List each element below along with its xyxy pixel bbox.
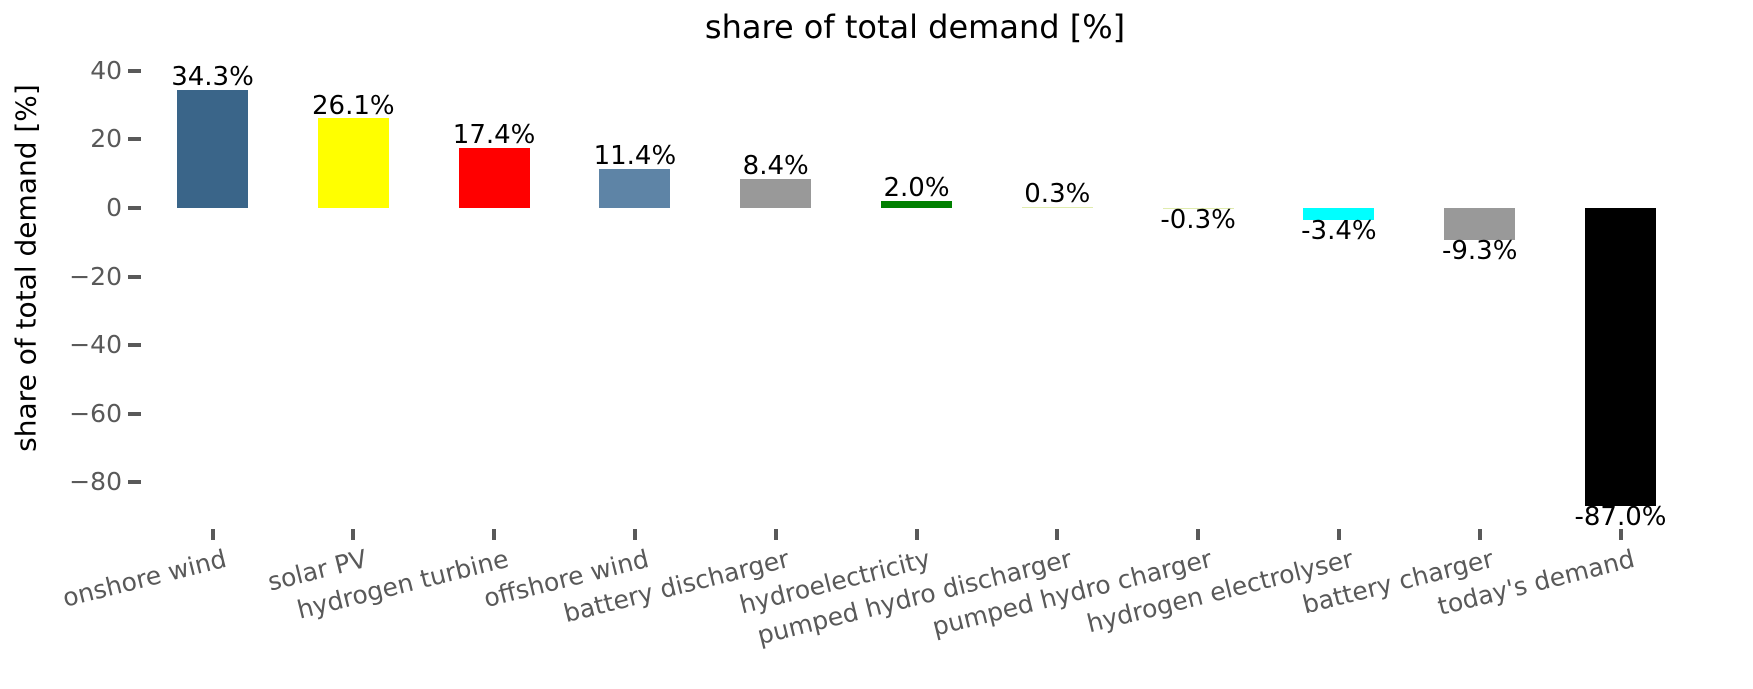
- x-tick-mark-hydrogen-electrolyser: [1336, 529, 1341, 540]
- bar-pumped-hydro-charger: [1162, 208, 1234, 210]
- x-tick-mark-battery-discharger: [773, 529, 778, 540]
- x-tick-mark-pumped-hydro-discharger: [1055, 529, 1060, 540]
- bar-value-label-hydrogen-electrolyser: -3.4%: [1301, 215, 1377, 246]
- y-tick-mark-0: [128, 206, 141, 210]
- bar-onshore-wind: [177, 90, 248, 208]
- x-tick-mark-onshore-wind: [210, 529, 215, 540]
- bar-value-label-solar-pv: 26.1%: [311, 90, 395, 121]
- bar-solar-pv: [317, 118, 389, 208]
- x-tick-label-onshore-wind: onshore wind: [59, 544, 230, 613]
- y-tick-label--40: −40: [69, 330, 122, 360]
- bar-today-s-demand: [1585, 208, 1656, 507]
- bar-value-label-battery-discharger: 8.4%: [742, 151, 809, 182]
- bar-value-label-onshore-wind: 34.3%: [171, 62, 254, 93]
- bar-battery-discharger: [740, 179, 812, 208]
- bar-battery-charger: [1444, 208, 1516, 240]
- x-tick-mark-pumped-hydro-charger: [1196, 529, 1201, 540]
- y-tick-mark-20: [128, 137, 141, 142]
- bar-value-label-today-s-demand: -87.0%: [1574, 502, 1667, 533]
- y-tick-mark-40: [128, 68, 141, 73]
- y-tick-label-0: 0: [106, 193, 122, 222]
- bar-hydrogen-electrolyser: [1303, 208, 1375, 220]
- bar-value-label-hydrogen-turbine: 17.4%: [452, 120, 536, 151]
- y-tick-mark--20: [128, 274, 141, 279]
- bar-value-label-pumped-hydro-charger: -0.3%: [1160, 205, 1236, 236]
- x-tick-mark-solar-pv: [351, 529, 356, 540]
- y-tick-mark--80: [128, 480, 141, 485]
- bar-value-label-hydroelectricity: 2.0%: [883, 173, 950, 204]
- x-tick-mark-battery-charger: [1477, 529, 1482, 540]
- y-tick-label-20: 20: [90, 124, 122, 154]
- x-tick-mark-hydroelectricity: [914, 529, 919, 540]
- y-tick-mark--40: [128, 343, 141, 348]
- x-tick-mark-hydrogen-turbine: [492, 529, 497, 540]
- x-tick-mark-today-s-demand: [1618, 529, 1623, 540]
- chart-title: share of total demand [%]: [704, 8, 1126, 46]
- bar-hydroelectricity: [881, 201, 952, 208]
- bar-value-label-offshore-wind: 11.4%: [593, 141, 677, 172]
- y-tick-label--20: −20: [69, 261, 122, 291]
- y-tick-mark--60: [128, 411, 141, 416]
- y-tick-label-40: 40: [90, 55, 122, 85]
- bar-hydrogen-turbine: [458, 148, 530, 208]
- y-tick-label--60: −60: [69, 398, 122, 428]
- x-tick-mark-offshore-wind: [632, 529, 637, 540]
- bar-pumped-hydro-discharger: [1021, 206, 1093, 208]
- bar-value-label-battery-charger: -9.3%: [1441, 235, 1518, 266]
- y-tick-label--80: −80: [69, 467, 122, 497]
- bar-offshore-wind: [599, 168, 671, 208]
- bar-value-label-pumped-hydro-discharger: 0.3%: [1024, 178, 1091, 209]
